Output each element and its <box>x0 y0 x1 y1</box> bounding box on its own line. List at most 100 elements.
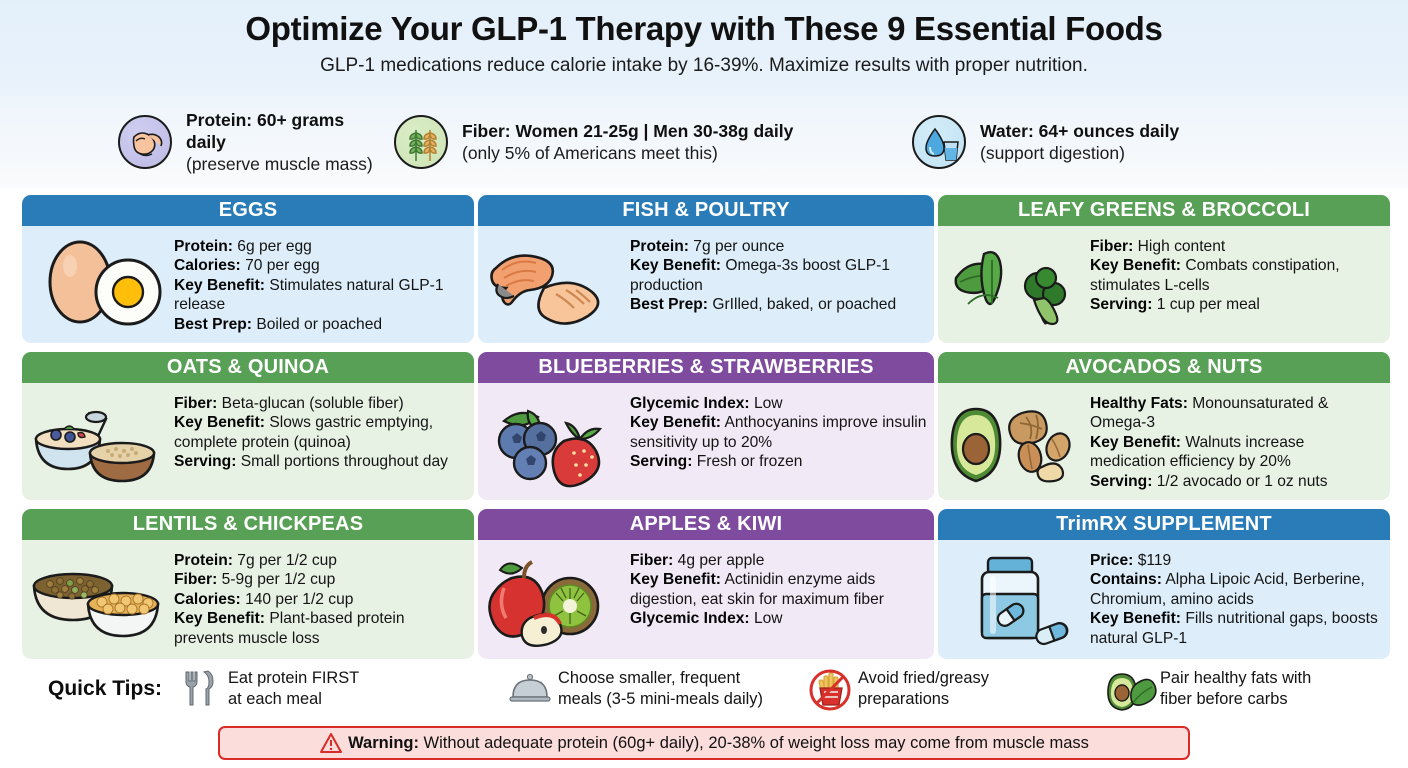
label: Key Benefit: <box>630 414 721 432</box>
water-drop-glass-icon <box>912 115 966 169</box>
food-card-fish-poultry-lines: Protein: 7g per ounce Key Benefit: Omega… <box>628 234 928 315</box>
food-card-oats-quinoa[interactable]: OATS & QUINOA <box>22 352 474 500</box>
value: Alpha Lipoic Acid, Berberine, Chromium, … <box>1090 571 1365 608</box>
food-card-berries[interactable]: BLUEBERRIES & STRAWBERRIES <box>478 352 934 500</box>
label: Key Benefit: <box>1090 610 1181 628</box>
value: Low <box>753 395 783 412</box>
berries-icon <box>482 391 628 496</box>
quick-tip-1-text: Eat protein FIRST at each meal <box>224 668 359 710</box>
label: Best Prep: <box>174 315 252 333</box>
stat-water-line1: Water: 64+ ounces daily <box>980 121 1180 141</box>
label: Contains: <box>1090 571 1162 589</box>
food-card-leafy-greens-title: LEAFY GREENS & BROCCOLI <box>938 195 1390 226</box>
quick-tip-3: Avoid fried/greasy preparations <box>808 668 1108 711</box>
header-banner: Optimize Your GLP-1 Therapy with These 9… <box>0 0 1408 96</box>
line2: preparations <box>858 690 950 708</box>
value: 5-9g per 1/2 cup <box>221 571 336 589</box>
label: Serving: <box>174 453 237 471</box>
food-card-avocados-nuts-lines: Healthy Fats: Monounsaturated & Omega-3 … <box>1088 391 1384 491</box>
value: Low <box>753 610 783 628</box>
label: Key Benefit: <box>174 414 265 432</box>
quick-tips-label: Quick Tips: <box>48 677 162 700</box>
stat-protein-line1: Protein: 60+ grams daily <box>186 110 345 152</box>
line2: fiber before carbs <box>1160 690 1288 708</box>
food-card-eggs-title: EGGS <box>22 195 474 226</box>
quick-tip-1: Eat protein FIRST at each meal <box>178 668 508 710</box>
quick-tip-2-text: Choose smaller, frequent meals (3-5 mini… <box>554 668 763 710</box>
label: Best Prep: <box>630 296 708 314</box>
wheat-stalk-icon <box>394 115 448 169</box>
food-card-eggs[interactable]: EGGS Protein: 6g per egg Calories: 70 pe… <box>22 195 474 343</box>
apple-kiwi-icon <box>482 548 628 653</box>
food-card-leafy-greens[interactable]: LEAFY GREENS & BROCCOLI <box>938 195 1390 343</box>
value: GrIlled, baked, or poached <box>712 296 897 314</box>
line2: at each meal <box>228 690 322 708</box>
value: Boiled or poached <box>256 315 383 333</box>
food-card-trimrx-lines: Price: $119 Contains: Alpha Lipoic Acid,… <box>1088 548 1384 648</box>
value: Fills nutritional gaps, boosts natural G… <box>1090 610 1378 647</box>
value: Anthocyanins improve insulin sensitivity… <box>630 414 927 451</box>
food-card-fish-poultry[interactable]: FISH & POULTRY Protein: 7g per ounce <box>478 195 934 343</box>
food-card-berries-title: BLUEBERRIES & STRAWBERRIES <box>478 352 934 383</box>
food-card-fish-poultry-title: FISH & POULTRY <box>478 195 934 226</box>
spinach-broccoli-icon <box>942 234 1088 339</box>
value: Slows gastric emptying, complete protein… <box>174 414 434 451</box>
value: 6g per egg <box>237 238 312 255</box>
label: Key Benefit: <box>174 610 265 628</box>
line1: Pair healthy fats with <box>1160 669 1312 687</box>
warning-triangle-icon <box>319 732 345 754</box>
value: Actinidin enzyme aids digestion, eat ski… <box>630 571 884 608</box>
food-card-apples-kiwi[interactable]: APPLES & KIWI <box>478 509 934 659</box>
label: Serving: <box>1090 472 1153 490</box>
food-card-eggs-lines: Protein: 6g per egg Calories: 70 per egg… <box>172 234 468 334</box>
page-subtitle: GLP-1 medications reduce calorie intake … <box>320 55 1088 76</box>
line1: Choose smaller, frequent <box>558 669 741 687</box>
label: Fiber: <box>630 552 674 569</box>
stat-fiber-line2: (only 5% of Americans meet this) <box>462 143 718 163</box>
food-card-oats-quinoa-title: OATS & QUINOA <box>22 352 474 383</box>
lentils-chickpeas-icon <box>26 548 172 653</box>
stat-water-text: Water: 64+ ounces daily (support digesti… <box>980 120 1179 164</box>
stat-water-line2: (support digestion) <box>980 143 1125 163</box>
food-card-berries-lines: Glycemic Index: Low Key Benefit: Anthocy… <box>628 391 928 472</box>
label: Glycemic Index: <box>630 395 750 412</box>
label: Price: <box>1090 552 1134 569</box>
food-card-apples-kiwi-title: APPLES & KIWI <box>478 509 934 540</box>
stat-protein-text: Protein: 60+ grams daily (preserve muscl… <box>186 109 382 175</box>
food-card-leafy-greens-lines: Fiber: High content Key Benefit: Combats… <box>1088 234 1384 315</box>
label: Key Benefit: <box>174 276 265 294</box>
daily-targets-bar: Protein: 60+ grams daily (preserve muscl… <box>0 96 1408 188</box>
food-card-trimrx-supplement[interactable]: TrimRX SUPPLEMENT <box>938 509 1390 659</box>
oatmeal-bowl-icon <box>26 391 172 496</box>
label: Fiber: <box>174 571 218 589</box>
food-card-avocados-nuts-title: AVOCADOS & NUTS <box>938 352 1390 383</box>
label: Fiber: <box>174 395 218 412</box>
eggs-icon <box>26 234 172 339</box>
quick-tip-2: Choose smaller, frequent meals (3-5 mini… <box>508 668 808 710</box>
label: Protein: <box>174 552 233 569</box>
label: Key Benefit: <box>630 257 721 275</box>
food-card-apples-kiwi-lines: Fiber: 4g per apple Key Benefit: Actinid… <box>628 548 928 629</box>
quick-tips-row: Quick Tips: Eat protein FIRST at each me… <box>0 660 1408 718</box>
label: Protein: <box>630 238 689 255</box>
value: High content <box>1137 238 1226 255</box>
value: Fresh or frozen <box>696 453 803 471</box>
label: Key Benefit: <box>630 571 721 589</box>
food-card-avocados-nuts[interactable]: AVOCADOS & NUTS <box>938 352 1390 500</box>
label: Key Benefit: <box>1090 257 1181 275</box>
food-card-lentils-chickpeas-title: LENTILS & CHICKPEAS <box>22 509 474 540</box>
supplement-bottle-icon <box>942 548 1088 653</box>
stat-fiber-line1: Fiber: Women 21-25g | Men 30-38g daily <box>462 121 794 141</box>
stat-protein: Protein: 60+ grams daily (preserve muscl… <box>0 109 382 175</box>
line1: Avoid fried/greasy <box>858 669 989 687</box>
food-card-lentils-chickpeas[interactable]: LENTILS & CHICKPEAS <box>22 509 474 659</box>
stat-protein-line2: (preserve muscle mass) <box>186 154 373 174</box>
label: Fiber: <box>1090 238 1134 255</box>
label: Serving: <box>1090 296 1153 314</box>
value: 7g per ounce <box>693 238 785 255</box>
value: Plant-based protein prevents muscle loss <box>174 610 405 647</box>
line2: meals (3-5 mini-meals daily) <box>558 690 763 708</box>
value: 4g per apple <box>677 552 765 569</box>
stat-water: Water: 64+ ounces daily (support digesti… <box>892 115 1408 169</box>
avocado-nuts-icon <box>942 391 1088 496</box>
